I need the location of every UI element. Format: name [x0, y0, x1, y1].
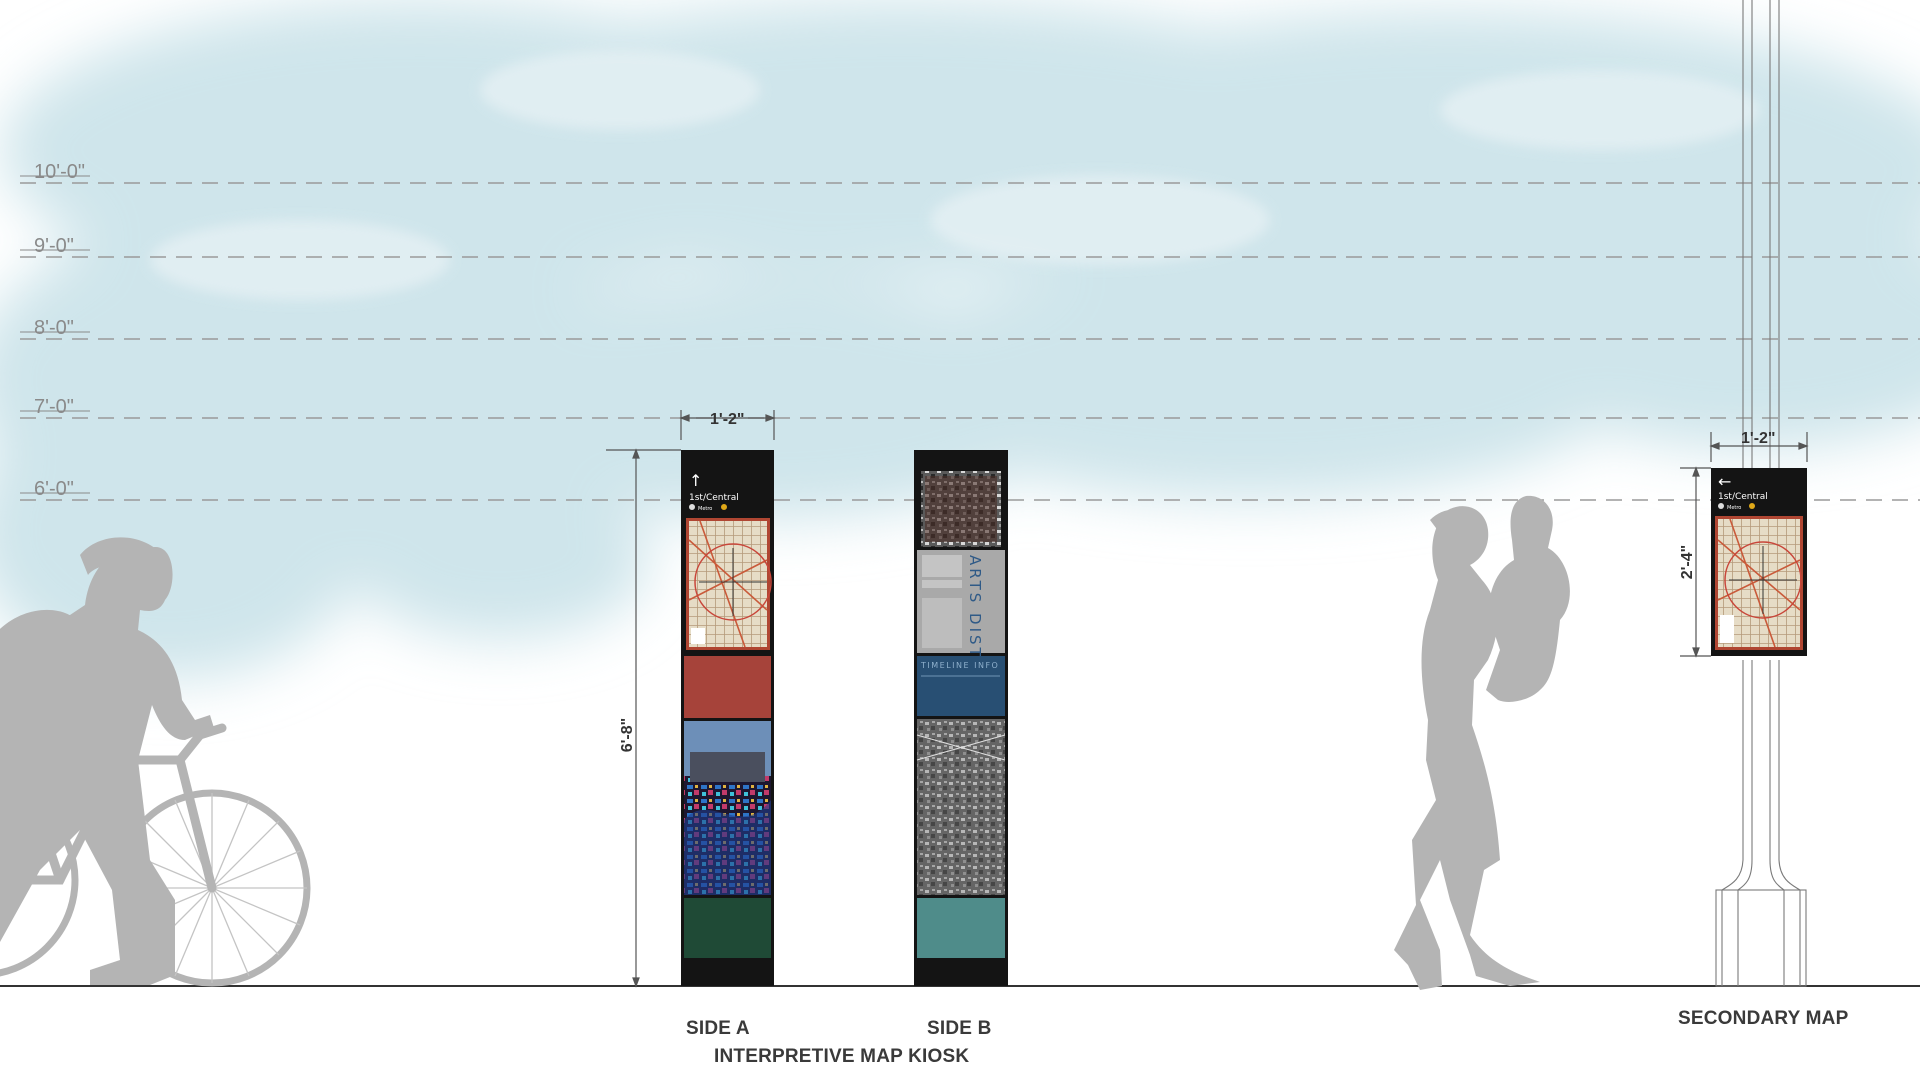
kiosk-width-dimension [679, 410, 776, 440]
left-arrow-icon: ← [1718, 472, 1731, 491]
secondary-height-dimension [1680, 466, 1711, 658]
secondary-metro-icon [1718, 503, 1724, 509]
height-label-7ft: 7'-0" [34, 396, 74, 418]
side-a-metro-text: Metro [698, 506, 712, 512]
kiosk-height-dimension [606, 448, 681, 988]
cyclist-silhouette [0, 537, 311, 987]
side-b-archive-photo [921, 471, 1001, 547]
side-a-map-panel [686, 518, 772, 650]
metro-icon [689, 504, 695, 510]
secondary-metro-text: Metro [1727, 505, 1741, 511]
secondary-width-dimension [1709, 432, 1809, 462]
kiosk-height-label: 6'-8" [619, 718, 636, 753]
height-labels: 10'-0" 9'-0" 8'-0" 7'-0" 6'-0" [34, 161, 85, 500]
light-pole [1715, 0, 1807, 987]
side-a-green-panel [684, 898, 771, 958]
adult-carrying-child-silhouette [1394, 495, 1570, 990]
side-b-caption: SIDE B [927, 1018, 992, 1039]
secondary-height-label: 2'-4" [1679, 545, 1696, 580]
kiosk-caption: INTERPRETIVE MAP KIOSK [714, 1046, 970, 1067]
secondary-map-caption: SECONDARY MAP [1678, 1008, 1849, 1029]
side-a-art-photo [684, 721, 771, 895]
sky-clouds [0, 0, 1920, 680]
kiosk-side-a: ↑ 1st/Central Metro [681, 450, 774, 986]
up-arrow-icon: ↑ [689, 471, 702, 490]
side-a-red-panel [684, 656, 771, 718]
side-a-location-text: 1st/Central [689, 493, 739, 503]
secondary-map-sign: ← 1st/Central Metro [1711, 468, 1807, 656]
height-label-10ft: 10'-0" [34, 161, 85, 183]
secondary-location-text: 1st/Central [1718, 492, 1768, 502]
secondary-map-panel [1715, 516, 1803, 650]
kiosk-width-label: 1'-2" [710, 411, 745, 428]
secondary-width-label: 1'-2" [1741, 430, 1776, 447]
side-b-timeline-text: TIMELINE INFO [920, 661, 999, 670]
kiosk-side-b: ARTS DISTRICT TIMELINE INFO [914, 450, 1008, 986]
height-label-6ft: 6'-0" [34, 478, 74, 500]
side-a-caption: SIDE A [686, 1018, 750, 1039]
height-label-9ft: 9'-0" [34, 235, 74, 257]
side-b-timeline-panel [917, 656, 1005, 716]
height-label-8ft: 8'-0" [34, 317, 74, 339]
side-b-crowd-photo [916, 719, 1006, 895]
side-b-teal-panel [917, 898, 1005, 958]
